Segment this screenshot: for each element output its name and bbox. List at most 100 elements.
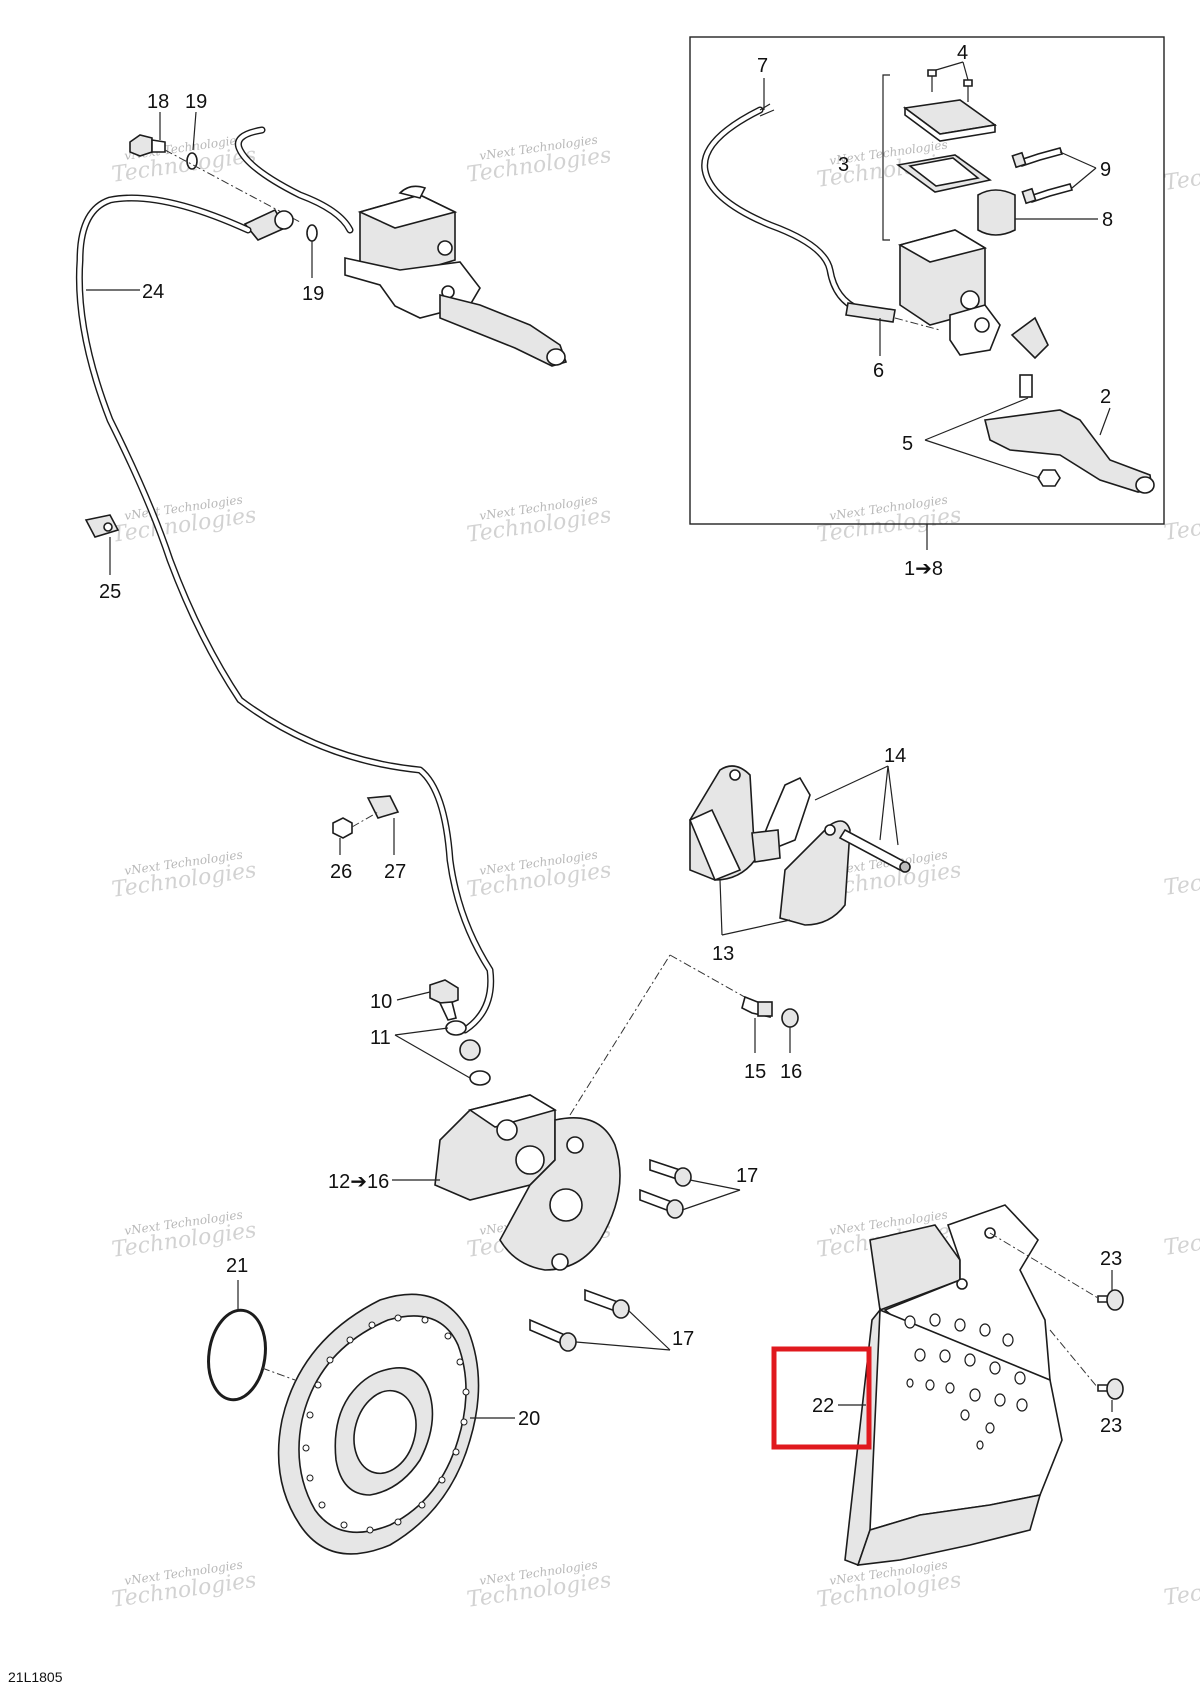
washer-19-top — [186, 152, 198, 170]
master-cylinder-top — [897, 229, 988, 263]
banjo-axis — [164, 149, 301, 223]
callout-1-8: 1➔8 — [904, 558, 943, 580]
bleeder-cap-16 — [781, 1008, 799, 1028]
callout-21: 21 — [226, 1255, 248, 1277]
pad-pin-clip — [899, 861, 911, 873]
leader-5b — [924, 439, 1041, 479]
pad-pin-14 — [838, 828, 907, 872]
leader-17c — [627, 1309, 671, 1351]
guard-bolts-23 — [1097, 1289, 1124, 1400]
bleeder-screw-15 — [741, 995, 773, 1018]
callout-25: 25 — [99, 581, 121, 603]
callout-23-upper: 23 — [1100, 1248, 1122, 1270]
watermark-edge: Technologies — [1162, 151, 1200, 196]
leader-9a — [1059, 151, 1097, 169]
caliper-bolts-17-upper — [639, 1158, 692, 1219]
watermark-edge: Technologies — [1162, 1566, 1200, 1611]
diaphragm-inner — [908, 157, 980, 187]
leader-14c — [887, 765, 899, 846]
callout-18: 18 — [147, 91, 169, 113]
leader-13a — [719, 879, 723, 936]
callout-4: 4 — [957, 42, 968, 64]
leader-2 — [1099, 407, 1111, 436]
leader-5a — [924, 397, 1029, 441]
brake-pad-left-hole — [729, 769, 741, 781]
callout-20: 20 — [518, 1408, 540, 1430]
switch-wire-main-inner — [236, 127, 353, 233]
callout-15: 15 — [744, 1061, 766, 1083]
banjo-bolt-18 — [129, 134, 166, 157]
callout-2: 2 — [1100, 386, 1111, 408]
brake-pad-right-hole — [824, 824, 836, 836]
banjo-bolt-10 — [429, 979, 459, 1021]
leader-13b — [721, 919, 791, 936]
pad-spring-tab — [751, 829, 781, 863]
switch-wire-main — [234, 126, 354, 234]
reservoir-nipple — [398, 185, 427, 199]
callout-8: 8 — [1102, 209, 1113, 231]
bleeder-axis — [669, 954, 751, 1001]
pad-axis — [569, 954, 671, 1116]
callout-10: 10 — [370, 991, 392, 1013]
callout-13: 13 — [712, 943, 734, 965]
washer-11-bottom — [469, 1070, 491, 1086]
master-cylinder-main-top — [357, 194, 458, 229]
nut-26 — [332, 817, 353, 839]
callout-3: 3 — [838, 154, 849, 176]
master-cylinder-main-logo — [437, 240, 453, 256]
hose-clip-27 — [366, 795, 400, 819]
switch-wire — [701, 106, 864, 314]
master-cylinder-clamp — [949, 304, 1001, 356]
bolt-9-lower — [1021, 183, 1074, 205]
bracket-3 — [882, 74, 890, 241]
leader-14b — [879, 765, 889, 841]
callout-11: 11 — [370, 1027, 391, 1049]
caliper-bolts-17-lower — [529, 1288, 630, 1352]
banjo-fitting-lower — [459, 1039, 481, 1061]
callout-17-lower: 17 — [672, 1328, 694, 1350]
caliper-piston — [515, 1145, 545, 1175]
disc-holes — [302, 1314, 470, 1534]
brake-hose-inner — [77, 195, 493, 1033]
washer-19-bottom — [306, 224, 318, 242]
watermark-edge: Technologies — [1162, 856, 1200, 901]
callout-5: 5 — [902, 433, 913, 455]
brake-hose — [75, 194, 495, 1034]
o-ring-21 — [207, 1308, 267, 1402]
callout-14: 14 — [884, 745, 906, 767]
switch-axis — [894, 317, 941, 331]
leader-4a — [935, 61, 964, 71]
master-cylinder-logo — [960, 290, 980, 310]
callout-12-16: 12➔16 — [328, 1171, 389, 1193]
callout-24: 24 — [142, 281, 164, 303]
callout-19-bottom: 19 — [302, 283, 324, 305]
caliper-bracket-hole-top — [566, 1136, 584, 1154]
drawing-code: 21L1805 — [8, 1669, 63, 1685]
o-ring-axis — [261, 1367, 296, 1381]
leader-17d — [575, 1341, 671, 1351]
leader-9b — [1071, 167, 1097, 189]
pivot-nut — [1037, 469, 1061, 487]
callout-19-top: 19 — [185, 91, 207, 113]
leader-11b — [394, 1034, 471, 1079]
callout-26: 26 — [330, 861, 352, 883]
brake-pad-left-lining — [688, 808, 742, 882]
callout-7: 7 — [757, 55, 768, 77]
callout-9: 9 — [1100, 159, 1111, 181]
highlight-box-22 — [771, 1346, 872, 1450]
reservoir-cap-edge — [904, 106, 996, 142]
leader-4b — [962, 61, 969, 81]
pivot-pin — [1019, 374, 1033, 398]
brake-pad-right — [779, 820, 851, 926]
lever-tip — [1135, 476, 1155, 494]
brake-switch — [845, 302, 896, 323]
bolt-9-upper — [1011, 147, 1064, 169]
leader-17b — [681, 1189, 741, 1211]
switch-wire-inner — [702, 107, 863, 313]
caliper-port — [496, 1119, 518, 1141]
hose-clip-25 — [84, 514, 120, 538]
lever-boot — [1010, 316, 1049, 360]
caliper-top — [468, 1094, 557, 1128]
banjo-eye — [274, 210, 294, 230]
